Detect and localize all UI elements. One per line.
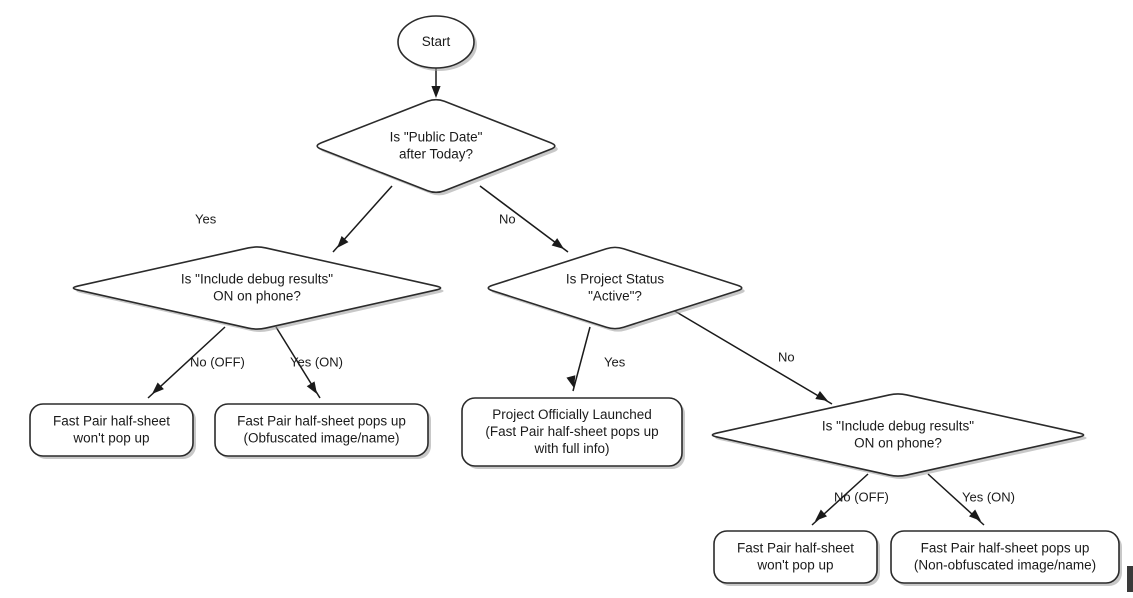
- node-public-date-decision[interactable]: Is "Public Date"after Today?: [316, 98, 558, 196]
- arrowhead-icon: [431, 86, 441, 98]
- edge-line: [572, 326, 591, 392]
- process-label: Fast Pair half-sheet pops up(Non-obfusca…: [914, 540, 1096, 572]
- process-box[interactable]: [461, 397, 683, 467]
- edge-label-yes: Yes: [604, 354, 626, 369]
- node-start[interactable]: Start: [397, 15, 477, 71]
- decision-label: Is Project Status"Active"?: [566, 271, 665, 303]
- node-layer: Start Is "Public Date"after Today? Is "I…: [29, 15, 1122, 586]
- edge-start-to-public-date: [431, 68, 441, 98]
- edge-layer: Yes No No (OFF) Yes (ON) Yes No: [147, 68, 1015, 526]
- edge-label-yes-on: Yes (ON): [962, 489, 1015, 504]
- edge-label-no: No: [778, 349, 795, 364]
- arrowhead-icon: [337, 236, 349, 248]
- arrowhead-icon: [815, 391, 828, 401]
- edge-public-date-yes: Yes: [195, 185, 393, 253]
- edge-label-yes: Yes: [195, 211, 217, 226]
- edge-label-no-off: No (OFF): [190, 354, 245, 369]
- decision-label: Is "Include debug results"ON on phone?: [822, 418, 974, 450]
- edge-debug-right-yes-on: Yes (ON): [927, 473, 1015, 526]
- arrowhead-icon: [152, 382, 164, 394]
- node-include-debug-results-right[interactable]: Is "Include debug results"ON on phone?: [711, 393, 1087, 480]
- start-label: Start: [422, 34, 451, 49]
- arrowhead-icon: [815, 509, 827, 521]
- arrowhead-icon: [566, 375, 576, 388]
- decision-diamond[interactable]: [487, 246, 743, 330]
- edge-label-yes-on: Yes (ON): [290, 354, 343, 369]
- node-fast-pair-non-obfuscated[interactable]: Fast Pair half-sheet pops up(Non-obfusca…: [890, 530, 1122, 586]
- edge-project-status-no: No: [672, 309, 833, 405]
- process-label: Project Officially Launched(Fast Pair ha…: [485, 407, 658, 456]
- process-box[interactable]: [713, 530, 878, 584]
- edge-debug-left-yes-on: Yes (ON): [275, 326, 343, 399]
- arrowhead-icon: [551, 238, 564, 249]
- node-include-debug-results-left[interactable]: Is "Include debug results"ON on phone?: [72, 246, 444, 333]
- edge-label-no: No: [499, 211, 516, 226]
- right-edge-artifact: [1127, 566, 1133, 592]
- decision-diamond[interactable]: [711, 393, 1085, 477]
- edge-label-no-off: No (OFF): [834, 489, 889, 504]
- process-label: Fast Pair half-sheet pops up(Obfuscated …: [237, 413, 406, 445]
- start-terminator[interactable]: [397, 15, 475, 69]
- edge-debug-right-no-off: No (OFF): [811, 473, 889, 526]
- process-box[interactable]: [890, 530, 1120, 584]
- process-box[interactable]: [214, 403, 429, 457]
- edge-project-status-yes: Yes: [566, 326, 626, 392]
- decision-label: Is "Public Date"after Today?: [390, 129, 483, 161]
- edge-public-date-no: No: [479, 185, 569, 253]
- process-box[interactable]: [29, 403, 194, 457]
- edge-debug-left-no-off: No (OFF): [147, 326, 245, 399]
- edge-line: [479, 185, 569, 253]
- node-fast-pair-obfuscated[interactable]: Fast Pair half-sheet pops up(Obfuscated …: [214, 403, 431, 459]
- node-project-status-decision[interactable]: Is Project Status"Active"?: [487, 246, 745, 332]
- arrowhead-icon: [306, 381, 317, 394]
- arrowhead-icon: [969, 509, 981, 521]
- decision-diamond[interactable]: [72, 246, 442, 330]
- edge-line: [672, 309, 833, 405]
- decision-diamond[interactable]: [316, 98, 556, 194]
- node-project-officially-launched[interactable]: Project Officially Launched(Fast Pair ha…: [461, 397, 685, 469]
- decision-label: Is "Include debug results"ON on phone?: [181, 271, 333, 303]
